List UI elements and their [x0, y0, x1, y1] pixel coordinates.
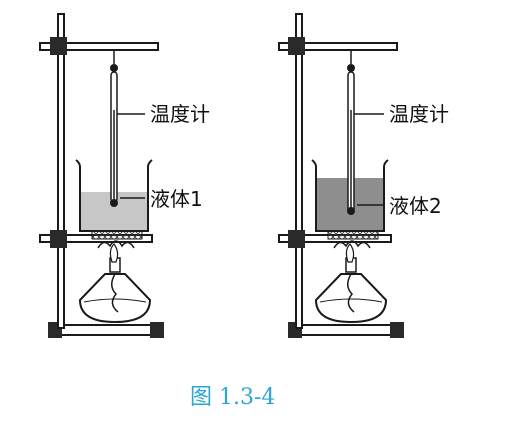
- clamp-ring-right: [288, 230, 305, 248]
- wire-gauze-left: [91, 230, 143, 240]
- thermometer-label-left: 温度计: [150, 102, 210, 126]
- liquid-label-left: 液体1: [150, 187, 203, 211]
- wire-gauze-right: [327, 230, 379, 240]
- clamp-arm-left: [39, 42, 159, 51]
- clamp-top-right: [288, 37, 305, 55]
- left-apparatus: 温度计 液体1: [39, 13, 210, 338]
- right-apparatus: 温度计 液体2: [278, 13, 449, 338]
- clamp-ring-left: [50, 230, 67, 248]
- beaker-left-liquid: [80, 192, 148, 231]
- figure-caption: 图 1.3-4: [190, 385, 275, 410]
- stand-base-left: [49, 324, 163, 336]
- clamp-arm-right: [278, 42, 398, 51]
- clamp-top-left: [50, 37, 67, 55]
- beaker-left: [75, 159, 153, 232]
- stand-rod-right: [295, 13, 303, 329]
- liquid-label-right: 液体2: [389, 194, 442, 218]
- alcohol-lamp-right: [314, 240, 388, 324]
- alcohol-lamp-left: [78, 240, 152, 324]
- thermometer-label-right: 温度计: [389, 102, 449, 126]
- stand-rod-left: [57, 13, 65, 329]
- beaker-right: [311, 159, 389, 232]
- stand-base-right: [289, 324, 403, 336]
